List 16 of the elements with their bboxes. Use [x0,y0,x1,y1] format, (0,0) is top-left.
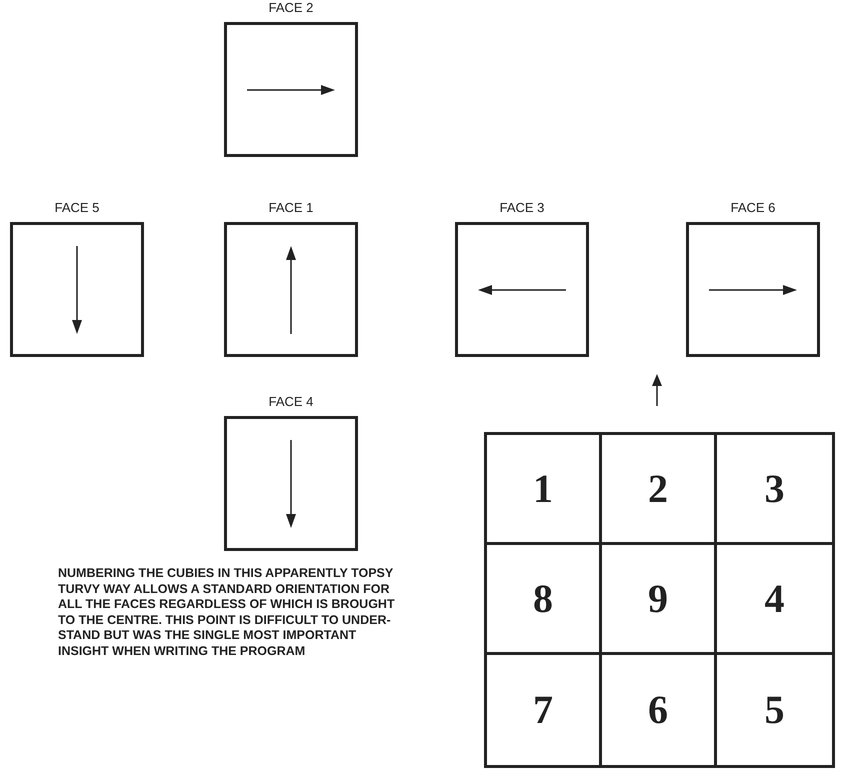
face-label: FACE 6 [730,200,776,217]
cubie-number: 4 [764,578,784,618]
cubie-number: 5 [764,690,784,730]
cubie-number: 3 [764,468,784,508]
cubie-number: 1 [533,468,553,508]
cubie-number: 2 [648,468,668,508]
face-label: FACE 5 [54,200,100,217]
cubie-number: 9 [648,578,668,618]
note-text: NUMBERING THE CUBIES IN THIS APPARENTLY TOPSY TURVY WAY ALLOWS A STANDARD ORIENTATION FOR ALL THE FACES REGARDLESS OF WHICH IS BROUGHT TO THE CENTRE. THIS POINT IS DIFFICULT TO UNDER-STAND BUT WAS THE SINGLE MOST IMPORTANT INSIGHT WHEN WRITING THE PROGRAM [58,566,396,659]
cubie-number: 7 [533,690,553,730]
cubie-number: 6 [648,690,668,730]
face-label: FACE 2 [268,0,314,17]
cubie-number: 8 [533,578,553,618]
face-label: FACE 4 [268,394,314,411]
face-label: FACE 1 [268,200,314,217]
face-label: FACE 3 [500,200,544,217]
